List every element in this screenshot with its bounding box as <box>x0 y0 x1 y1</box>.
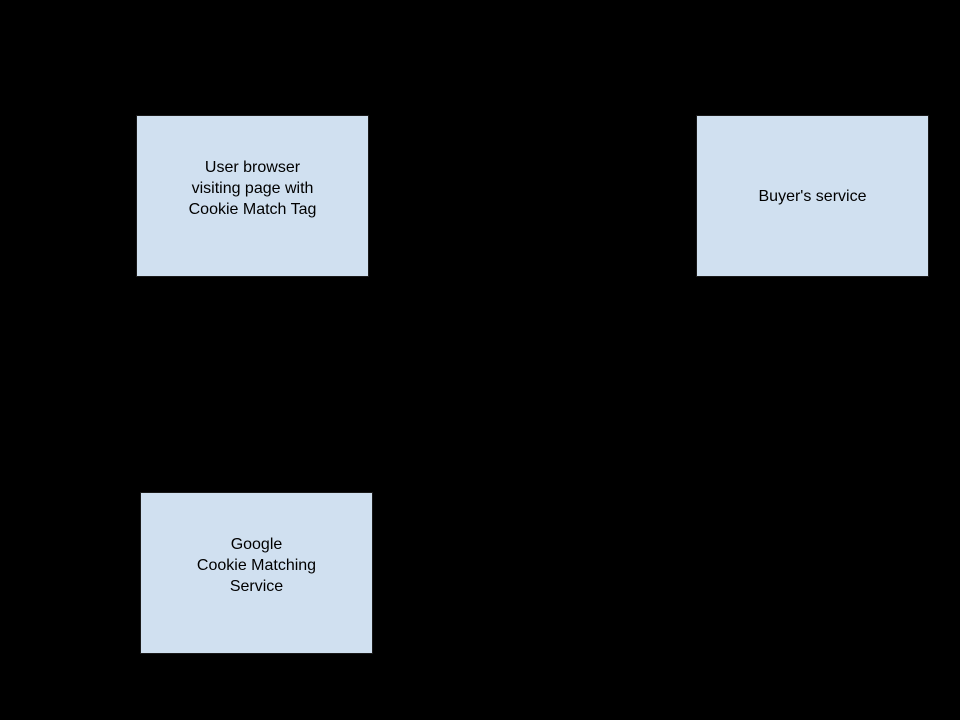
node-buyers-service-label: Buyer's service <box>758 187 867 205</box>
node-google-cookie-matching-service[interactable]: Google Cookie Matching Service <box>140 492 373 654</box>
connector-user-browser-to-google-cookie-matching-service <box>252 277 253 492</box>
node-user-browser-label: User browser visiting page with Cookie M… <box>188 158 317 218</box>
node-buyers-service[interactable]: Buyer's service <box>696 115 929 277</box>
node-google-cookie-matching-service-label: Google Cookie Matching Service <box>196 535 317 595</box>
node-user-browser[interactable]: User browser visiting page with Cookie M… <box>136 115 369 277</box>
connector-user-browser-to-buyers-service <box>369 195 696 196</box>
